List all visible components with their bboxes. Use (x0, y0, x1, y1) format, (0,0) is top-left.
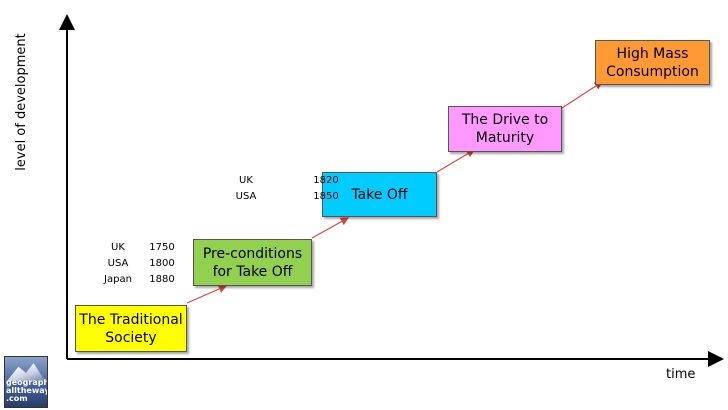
year: 1820 (313, 175, 339, 186)
date-row: UK 1820 (218, 173, 342, 189)
arrow-traditional-to-preconditions (186, 285, 228, 304)
arrow-takeoff-to-maturity (436, 149, 476, 173)
x-axis-label: time (666, 367, 696, 382)
country: UK (111, 242, 125, 253)
logo-text: geography alltheway .com (6, 378, 48, 403)
stage-take-off: Take Off (322, 172, 437, 217)
date-row: UK 1750 (90, 240, 178, 256)
stage-drive-to-maturity: The Drive to Maturity (448, 106, 562, 152)
date-row: USA 1850 (218, 189, 342, 205)
arrow-preconditions-to-takeoff (311, 217, 350, 239)
stage-traditional-society: The Traditional Society (75, 305, 187, 352)
stage-label: Take Off (351, 186, 408, 203)
year: 1800 (149, 258, 175, 269)
geography-alltheway-logo: geography alltheway .com (4, 356, 48, 408)
arrow-maturity-to-mass-consumption (561, 81, 604, 109)
date-row: USA 1800 (90, 256, 178, 272)
year: 1750 (149, 242, 175, 253)
country: USA (107, 258, 129, 269)
country: UK (239, 175, 253, 186)
stage-high-mass-consumption: High Mass Consumption (595, 40, 710, 85)
date-row: Japan 1880 (90, 272, 178, 288)
stage-preconditions-for-take-off: Pre-conditions for Take Off (193, 239, 312, 286)
stage-label: Pre-conditions for Take Off (202, 245, 303, 280)
preconditions-dates: UK 1750 USA 1800 Japan 1880 (90, 240, 178, 288)
year: 1850 (313, 191, 339, 202)
takeoff-dates: UK 1820 USA 1850 (218, 173, 342, 205)
country: Japan (104, 274, 132, 285)
stage-label: The Drive to Maturity (461, 112, 549, 146)
stage-label: High Mass Consumption (606, 45, 699, 80)
stage-label: The Traditional Society (79, 311, 183, 346)
y-axis-label: level of development (14, 33, 29, 171)
country: USA (235, 191, 257, 202)
year: 1880 (149, 274, 175, 285)
